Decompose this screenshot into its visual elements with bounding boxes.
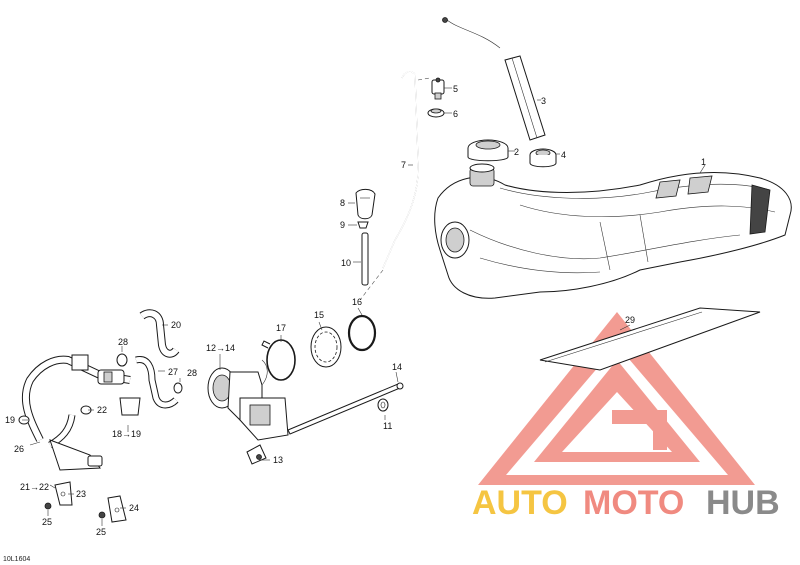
callout-6: 6 (453, 109, 458, 119)
bracket-23 (54, 481, 73, 506)
bracket-24 (107, 495, 127, 523)
callout-4: 4 (561, 150, 566, 160)
callout-27: 27 (168, 367, 178, 377)
short-hose (361, 232, 369, 286)
callout-25-b: 25 (96, 527, 106, 537)
hose-20 (139, 309, 180, 358)
callout-15: 15 (314, 310, 324, 320)
callout-9: 9 (340, 220, 345, 230)
clamp-28-top (116, 353, 128, 367)
screw-25-b (98, 511, 106, 519)
watermark-logo (478, 312, 755, 485)
tank-pad (539, 307, 761, 371)
callout-23: 23 (76, 489, 86, 499)
fuel-level-rod (442, 17, 546, 141)
callout-1: 1 (701, 157, 706, 167)
callout-21-22: 21→22 (20, 482, 49, 492)
callout-26: 26 (14, 444, 24, 454)
callout-13: 13 (273, 455, 283, 465)
fuel-cap (467, 139, 509, 162)
clamp-bracket (355, 188, 376, 220)
callout-2: 2 (514, 147, 519, 157)
rollover-valve (431, 77, 445, 100)
watermark-moto: MOTO (583, 484, 684, 522)
callout-28-top: 28 (118, 337, 128, 347)
pump-rod (287, 382, 404, 435)
callout-25-a: 25 (42, 517, 52, 527)
hose-26 (21, 354, 141, 471)
lock-ring (310, 326, 342, 368)
watermark-text: AUTO MOTO HUB (472, 484, 780, 522)
callout-24: 24 (129, 503, 139, 513)
filler-neck-ring (529, 148, 557, 168)
watermark-auto: AUTO (472, 484, 568, 522)
callout-17: 17 (276, 323, 286, 333)
callout-19: 19 (5, 415, 15, 425)
o-ring-seal (347, 314, 377, 352)
callout-28-mid: 28 (187, 368, 197, 378)
leader-lines (22, 87, 706, 526)
hose-27 (135, 356, 179, 409)
callout-29: 29 (625, 315, 635, 325)
callout-10: 10 (341, 258, 351, 268)
callout-16: 16 (352, 297, 362, 307)
callout-18-19: 18→19 (112, 429, 141, 439)
clamp-28-mid (173, 382, 183, 394)
callout-3: 3 (541, 96, 546, 106)
screw-25-a (44, 502, 52, 510)
callout-8: 8 (340, 198, 345, 208)
fuel-tank (434, 163, 792, 299)
clip (357, 221, 369, 229)
callout-12-14: 12→14 (206, 343, 235, 353)
mounting-screw (246, 444, 267, 465)
callout-5: 5 (453, 84, 458, 94)
callout-14: 14 (392, 362, 402, 372)
valve-grommet (427, 108, 445, 118)
callout-20: 20 (171, 320, 181, 330)
callout-22: 22 (97, 405, 107, 415)
callout-11: 11 (383, 421, 392, 431)
callout-labels: 1 2 3 4 5 6 7 8 9 10 11 12→14 13 14 15 1… (5, 84, 706, 537)
fuel-pump-assembly (207, 359, 289, 441)
reference-code: 10L1604 (3, 556, 30, 563)
callout-7: 7 (401, 160, 406, 170)
washer-11 (377, 398, 389, 412)
watermark-hub: HUB (706, 484, 780, 522)
vent-hose (359, 71, 431, 301)
